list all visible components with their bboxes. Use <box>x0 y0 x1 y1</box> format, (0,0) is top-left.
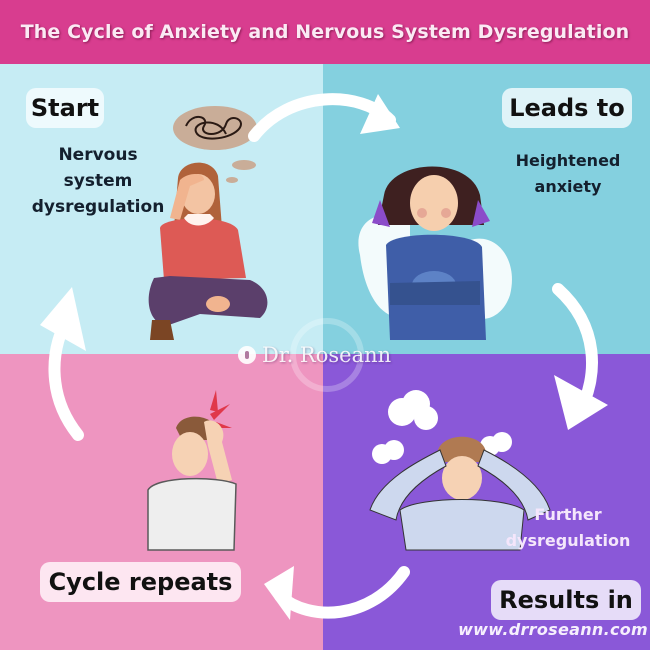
website-url: www.drroseann.com <box>458 620 648 639</box>
stage-label-results-in: Results in <box>491 580 641 620</box>
stage-description-results-in: Further dysregulation <box>488 502 648 554</box>
stage-label-cycle-repeats: Cycle repeats <box>40 562 241 602</box>
description-line: dysregulation <box>505 531 631 550</box>
stage-label-start: Start <box>26 88 104 128</box>
description-line: dysregulation <box>31 197 165 217</box>
arrow-results-to-repeats <box>264 566 410 620</box>
stressed-man-illustration <box>369 390 551 551</box>
arrow-start-to-leads <box>248 93 400 142</box>
stage-description-leads-to: Heightened anxiety <box>498 148 638 200</box>
page-title: The Cycle of Anxiety and Nervous System … <box>20 21 630 43</box>
brand-logo-icon <box>238 346 256 364</box>
cycle-watermark-icon <box>290 318 364 392</box>
description-line: anxiety <box>534 177 602 196</box>
brand-name: Dr. Roseann <box>262 343 392 367</box>
description-line: system <box>63 171 133 191</box>
description-line: Heightened <box>515 151 621 170</box>
man-headache-illustration <box>147 390 237 551</box>
woman-headache-illustration <box>148 106 268 340</box>
description-line: Further <box>534 505 602 524</box>
stage-description-start: Nervous system dysregulation <box>28 142 168 220</box>
stage-label-leads-to: Leads to <box>502 88 632 128</box>
title-banner: The Cycle of Anxiety and Nervous System … <box>0 0 650 64</box>
description-line: Nervous <box>58 145 138 165</box>
arrow-repeats-to-start <box>40 287 86 441</box>
arrow-leads-to-results <box>552 283 608 430</box>
brand-watermark: Dr. Roseann <box>238 343 391 367</box>
anxious-girl-illustration <box>358 166 512 340</box>
